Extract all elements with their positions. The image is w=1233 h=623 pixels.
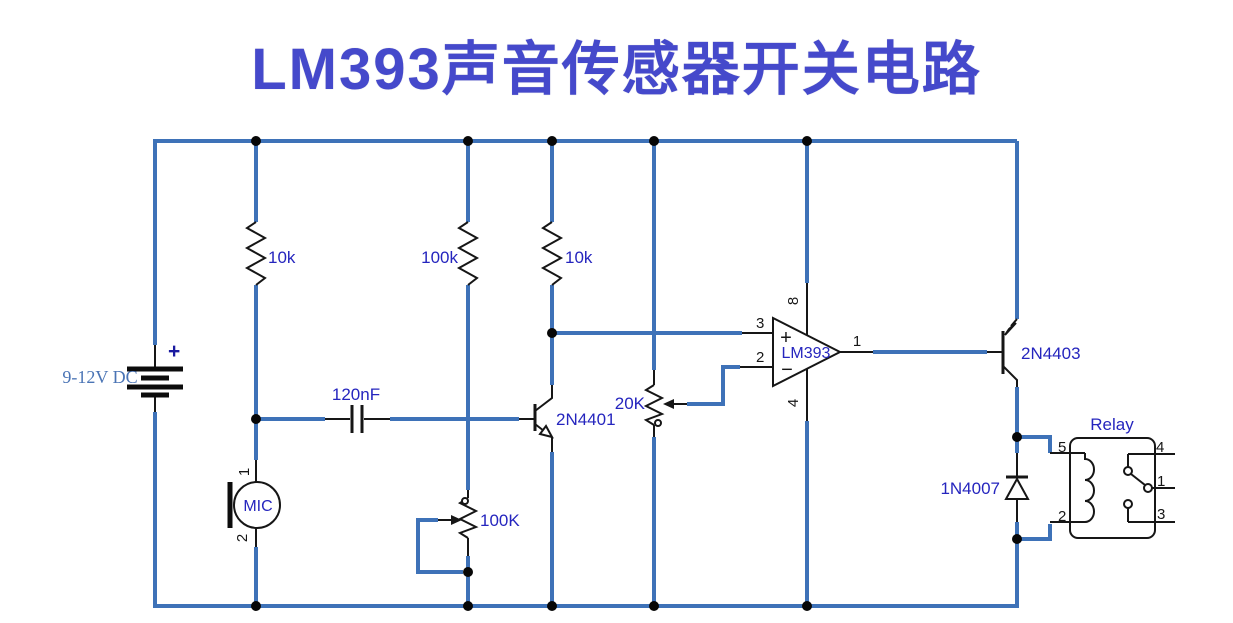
- potentiometer-pot2-label: 20K: [615, 394, 646, 413]
- lm393-pin3-label: 3: [756, 315, 764, 332]
- resistor-r3-label: 10k: [565, 248, 593, 267]
- battery-plus-label: +: [168, 340, 180, 363]
- wires: [153, 139, 1052, 608]
- relay-pin3-label: 3: [1157, 506, 1165, 523]
- transistor-q2-label: 2N4403: [1021, 344, 1081, 363]
- transistor-q2: 2N4403: [987, 318, 1081, 387]
- comparator-lm393: + − LM393 3 2 8 4 1: [740, 283, 873, 421]
- microphone: MIC 1 2: [227, 460, 281, 547]
- resistor-r2-label: 100k: [421, 248, 458, 267]
- potentiometer-pot1: 100K: [438, 490, 520, 556]
- mic-pin1-label: 1: [236, 468, 253, 476]
- resistor-r2: 100k: [421, 221, 480, 286]
- relay-label: Relay: [1090, 415, 1134, 434]
- battery: + 9-12V DC: [62, 340, 183, 412]
- relay-pin4-label: 4: [1156, 439, 1164, 456]
- potentiometer-pot1-label: 100K: [480, 511, 520, 530]
- supply-voltage-label: 9-12V DC: [62, 367, 137, 387]
- capacitor-c1: 120nF: [325, 385, 390, 433]
- mic-label: MIC: [243, 498, 272, 515]
- lm393-plus-input-sign: +: [780, 327, 792, 349]
- relay-pin2-label: 2: [1058, 508, 1066, 525]
- transistor-q1: 2N4401: [519, 385, 616, 452]
- capacitor-c1-label: 120nF: [332, 385, 380, 404]
- resistor-r3: 10k: [540, 221, 593, 286]
- lm393-pin8-label: 8: [785, 297, 802, 305]
- lm393-pin4-label: 4: [785, 399, 802, 407]
- page-title: LM393声音传感器开关电路: [251, 37, 982, 102]
- junction-dots: [251, 136, 1022, 611]
- relay: Relay 5 2 4 1 3: [1050, 415, 1175, 539]
- lm393-minus-input-sign: −: [781, 359, 793, 381]
- diode-d1: 1N4007: [940, 453, 1030, 522]
- lm393-label: LM393: [782, 345, 831, 362]
- diode-d1-label: 1N4007: [940, 479, 1000, 498]
- resistor-r1-label: 10k: [268, 248, 296, 267]
- potentiometer-pot2: 20K: [615, 370, 687, 437]
- lm393-pin2-label: 2: [756, 349, 764, 366]
- relay-pin5-label: 5: [1058, 439, 1066, 456]
- mic-pin2-label: 2: [234, 534, 251, 542]
- transistor-q1-label: 2N4401: [556, 410, 616, 429]
- relay-pin1-label: 1: [1157, 473, 1165, 490]
- resistor-r1: 10k: [244, 221, 296, 286]
- lm393-pin1-label: 1: [853, 333, 861, 350]
